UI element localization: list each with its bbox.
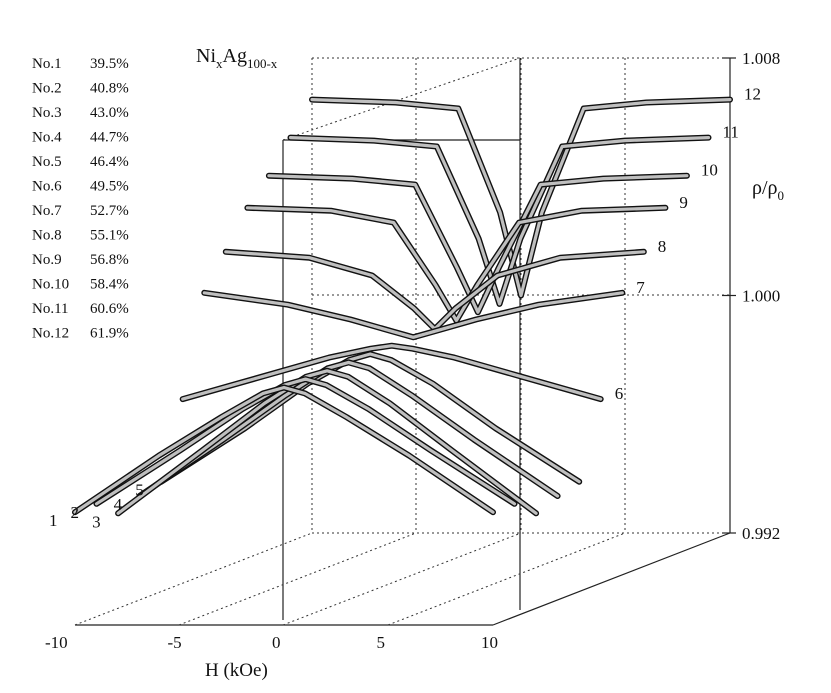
legend-label: No.4 (32, 130, 62, 146)
floor-f2 (178, 532, 417, 626)
legend-label: No.5 (32, 154, 62, 170)
legend-value: 40.8% (90, 81, 129, 97)
legend-value: 56.8% (90, 252, 129, 268)
legend-label: No.12 (32, 326, 69, 342)
z-tick-label: 1.000 (742, 287, 780, 306)
legend-label: No.2 (32, 81, 62, 97)
x-ticks: -10 -5 0 5 10 (45, 633, 498, 652)
legend-label: No.10 (32, 277, 69, 293)
series-number-label: 1 (49, 511, 58, 530)
legend-value: 39.5% (90, 56, 129, 72)
chart-title: NixAg100-x (196, 45, 278, 71)
legend-label: No.1 (32, 56, 62, 72)
curve-fill (224, 250, 646, 331)
curve-fill (310, 98, 732, 298)
series-number-label: 9 (679, 193, 688, 212)
legend-label: No.3 (32, 105, 62, 121)
curve-outline (179, 342, 604, 403)
legend-value: 46.4% (90, 154, 129, 170)
diag-top (282, 57, 521, 141)
series-number-label: 2 (71, 503, 80, 522)
series-number-label: 12 (744, 85, 761, 104)
legend-value: 44.7% (90, 130, 129, 146)
curve-fill (138, 360, 560, 498)
legend-value: 60.6% (90, 301, 129, 317)
curve-fill (267, 174, 689, 314)
legend-value: 52.7% (90, 203, 129, 219)
series-number-label: 3 (92, 512, 101, 531)
curve-fill (94, 377, 517, 506)
x-tick-label: 5 (377, 633, 386, 652)
x-tick-label: -10 (45, 633, 68, 652)
floor-f4 (387, 532, 626, 626)
legend-label: No.7 (32, 203, 62, 219)
legend-label: No.11 (32, 301, 69, 317)
x-tick-label: 0 (272, 633, 281, 652)
curve-fill (159, 352, 581, 484)
curve-fill (116, 369, 538, 515)
legend-value: 43.0% (90, 105, 129, 121)
series-number-label: 5 (135, 481, 144, 500)
series-number-label: 11 (723, 123, 739, 142)
axes-frame (74, 57, 731, 626)
z-tick-label: 1.008 (742, 49, 780, 68)
legend-label: No.8 (32, 228, 62, 244)
curve-fill (181, 344, 603, 401)
series-number-label: 7 (636, 278, 645, 297)
floor-f1 (74, 532, 313, 626)
z-tick-label: 0.992 (742, 524, 780, 543)
curve-fill (202, 291, 624, 339)
x-axis-label: H (kOe) (205, 660, 268, 681)
x-tick-label: 10 (481, 633, 498, 652)
curve-fill (73, 385, 495, 514)
legend-label: No.9 (32, 252, 62, 268)
curve-outline (201, 289, 626, 341)
legend: No.1 39.5% No.2 40.8% No.3 43.0% No.4 44.7% No.5… (32, 56, 129, 342)
curve-fill (288, 136, 711, 306)
series-number-label: 8 (658, 237, 667, 256)
legend-value: 58.4% (90, 277, 129, 293)
z-axis-label: ρ/ρ0 (752, 177, 784, 203)
floor-right (492, 532, 731, 626)
legend-value: 49.5% (90, 179, 129, 195)
curve-outline (222, 248, 647, 332)
legend-value: 61.9% (90, 326, 129, 342)
series-number-label: 10 (701, 161, 718, 180)
curves (72, 96, 733, 517)
z-ticks: 0.992 1.000 1.008 (722, 49, 780, 543)
series-number-label: 6 (615, 384, 624, 403)
curve-fill (245, 206, 667, 323)
legend-value: 55.1% (90, 228, 129, 244)
floor-f3 (282, 532, 522, 626)
x-tick-label: -5 (168, 633, 182, 652)
series-number-label: 4 (114, 495, 123, 514)
legend-label: No.6 (32, 179, 62, 195)
